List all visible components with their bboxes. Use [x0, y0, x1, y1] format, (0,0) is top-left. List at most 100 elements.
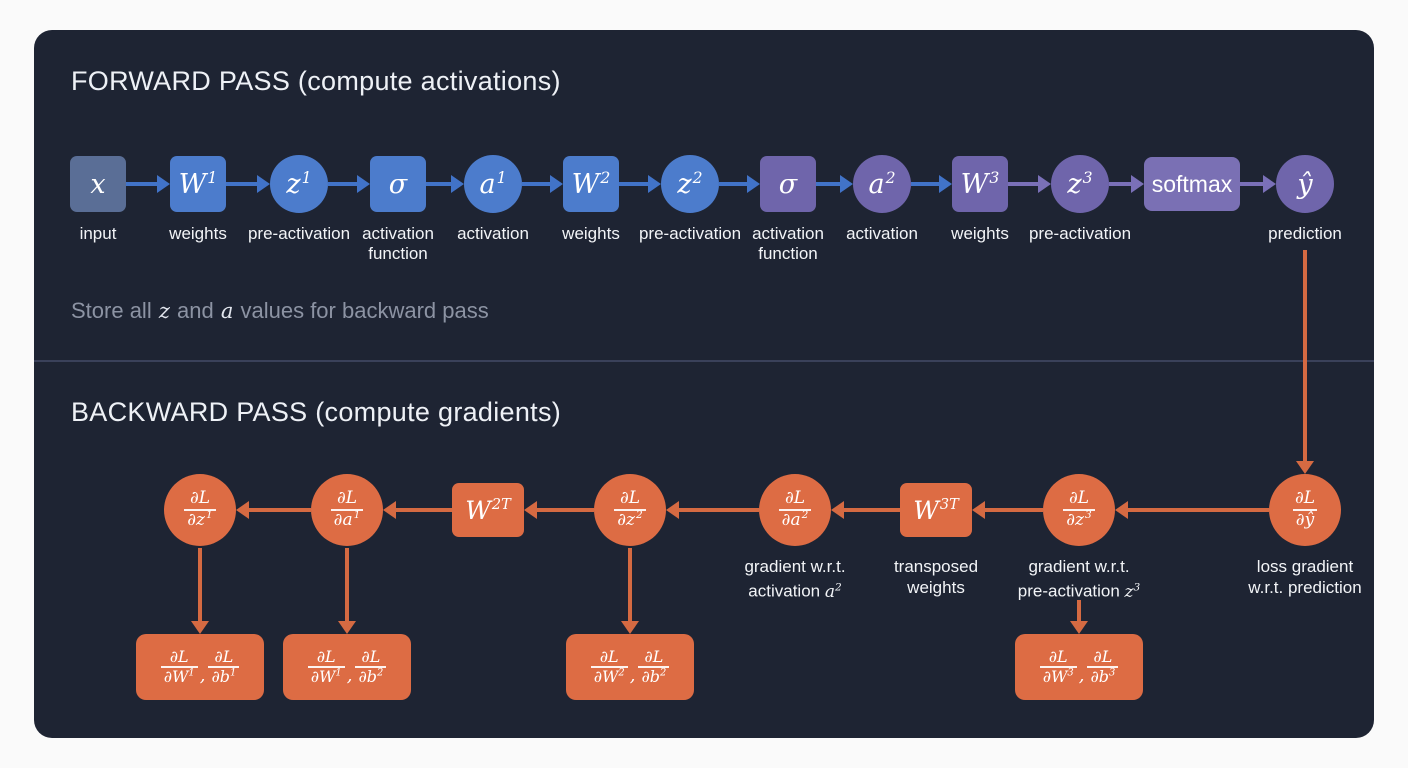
gradient-drop-arrow-line [198, 548, 202, 623]
superscript: 2 [376, 667, 384, 679]
note-text: values for backward pass [234, 298, 489, 323]
forward-arrow-line [619, 182, 650, 186]
superscript: 1 [335, 667, 342, 679]
math-symbol: W3T [913, 495, 959, 525]
superscript: 2T [491, 497, 511, 514]
backward-arrow-line [983, 508, 1043, 512]
backward-arrow-head-icon [972, 501, 985, 519]
fraction-denominator: ∂a2 [778, 509, 812, 531]
fraction-numerator: ∂L [316, 646, 336, 666]
forward-node-label-yhat: prediction [1268, 224, 1342, 243]
forward-arrow-head-icon [747, 175, 760, 193]
superscript: 2 [659, 667, 667, 679]
superscript: 1 [188, 667, 195, 679]
fraction-numerator: ∂L [336, 488, 358, 509]
fraction-numerator: ∂L [1294, 488, 1316, 509]
fraction-numerator: ∂L [644, 646, 664, 666]
math-symbol: W1 [178, 167, 218, 200]
backward-arrow-line [535, 508, 594, 512]
fraction-numerator: ∂L [619, 488, 641, 509]
superscript: 1 [229, 667, 237, 679]
forward-arrow-head-icon [550, 175, 563, 193]
fraction-numerator: ∂L [214, 646, 234, 666]
forward-node-label-w2: weights [562, 224, 620, 243]
forward-pass-title: FORWARD PASS (compute activations) [71, 66, 561, 96]
gradient-box-gradients-layer2: ∂L∂W2,∂L∂b2 [566, 634, 694, 700]
superscript: 1 [206, 509, 213, 522]
forward-arrow-line [1240, 182, 1265, 186]
fraction: ∂L∂z2 [614, 488, 646, 531]
superscript: 1 [353, 509, 361, 522]
fraction-numerator: ∂L [784, 488, 806, 509]
comma-separator: , [199, 664, 206, 686]
backward-arrow-head-icon [524, 501, 537, 519]
forward-arrow-head-icon [1131, 175, 1144, 193]
forward-arrow-head-icon [451, 175, 464, 193]
forward-arrow-line [1109, 182, 1133, 186]
backward-arrow-head-icon [1115, 501, 1128, 519]
forward-arrow-line [426, 182, 453, 186]
fraction-numerator: ∂L [1048, 646, 1068, 666]
forward-arrow-line [126, 182, 159, 186]
fraction-denominator: ∂z1 [184, 509, 216, 531]
math-symbol: a2 [868, 167, 896, 200]
forward-note: Store all z and a values for backward pa… [71, 298, 489, 324]
note-text: Store all [71, 298, 158, 323]
superscript: 3T [939, 497, 959, 514]
forward-arrow-head-icon [939, 175, 952, 193]
forward-node-w1: W1 [170, 156, 226, 212]
math-symbol: x [90, 168, 106, 200]
forward-arrow-line [328, 182, 359, 186]
forward-node-z1: z1 [270, 155, 328, 213]
backward-node-label-dl-dz3: gradient w.r.t. pre-activation z3 [984, 556, 1174, 603]
fraction-denominator: ∂b1 [208, 666, 240, 686]
backward-arrow-head-icon [383, 501, 396, 519]
fraction-denominator: ∂z2 [614, 509, 646, 531]
superscript: 1 [301, 167, 312, 187]
math-symbol: a [220, 299, 234, 323]
fraction-denominator: ∂W1 [160, 666, 198, 686]
backward-arrow-head-icon [666, 501, 679, 519]
fraction-denominator: ∂a1 [330, 509, 364, 531]
gradient-drop-arrow-line [1077, 600, 1081, 623]
forward-node-label-x: input [79, 224, 117, 243]
backward-arrow-head-icon [831, 501, 844, 519]
backward-arrow-line [842, 508, 900, 512]
backward-node-w3-transposed: W3T [900, 483, 972, 537]
backward-node-w2-transposed: W2T [452, 483, 524, 537]
backward-node-dl-dz1: ∂L∂z1 [164, 474, 236, 546]
fraction: ∂L∂b3 [1087, 647, 1119, 687]
forward-arrow-head-icon [840, 175, 853, 193]
superscript: 2 [618, 667, 625, 679]
fraction: ∂L∂W2 [590, 647, 628, 687]
forward-node-label-z1: pre-activation [247, 224, 351, 243]
forward-node-x: x [70, 156, 126, 212]
math-symbol: W2 [571, 167, 611, 200]
label-text: loss gradient w.r.t. prediction [1248, 557, 1362, 597]
superscript: 1 [496, 167, 507, 187]
gradient-drop-arrow-head-icon [621, 621, 639, 634]
gradient-drop-arrow-head-icon [191, 621, 209, 634]
forward-arrow-head-icon [648, 175, 661, 193]
forward-node-a2: a2 [853, 155, 911, 213]
superscript: 3 [1085, 509, 1092, 522]
backward-node-dl-dz3: ∂L∂z3 [1043, 474, 1115, 546]
superscript: 3 [1133, 581, 1141, 593]
superscript: 3 [1108, 667, 1116, 679]
backward-node-label-dl-da2: gradient w.r.t. activation a2 [700, 556, 890, 603]
label-text: transposed weights [893, 557, 979, 597]
section-divider [34, 360, 1374, 362]
fraction: ∂L∂b1 [208, 646, 240, 687]
backward-node-dl-da2: ∂L∂a2 [759, 474, 831, 546]
forward-arrow-line [522, 182, 552, 186]
backward-node-dl-dz2: ∂L∂z2 [594, 474, 666, 546]
fraction: ∂L∂W3 [1039, 646, 1077, 687]
superscript: 2 [834, 581, 842, 593]
forward-node-label-w1: weights [169, 224, 227, 243]
fraction: ∂L∂z3 [1063, 489, 1095, 530]
fraction-denominator: ∂b2 [355, 666, 387, 686]
gradient-box-gradients-layer1b: ∂L∂W1,∂L∂b2 [283, 634, 411, 700]
math-symbol: z2 [677, 167, 703, 200]
fraction-denominator: ∂b3 [1087, 666, 1119, 686]
